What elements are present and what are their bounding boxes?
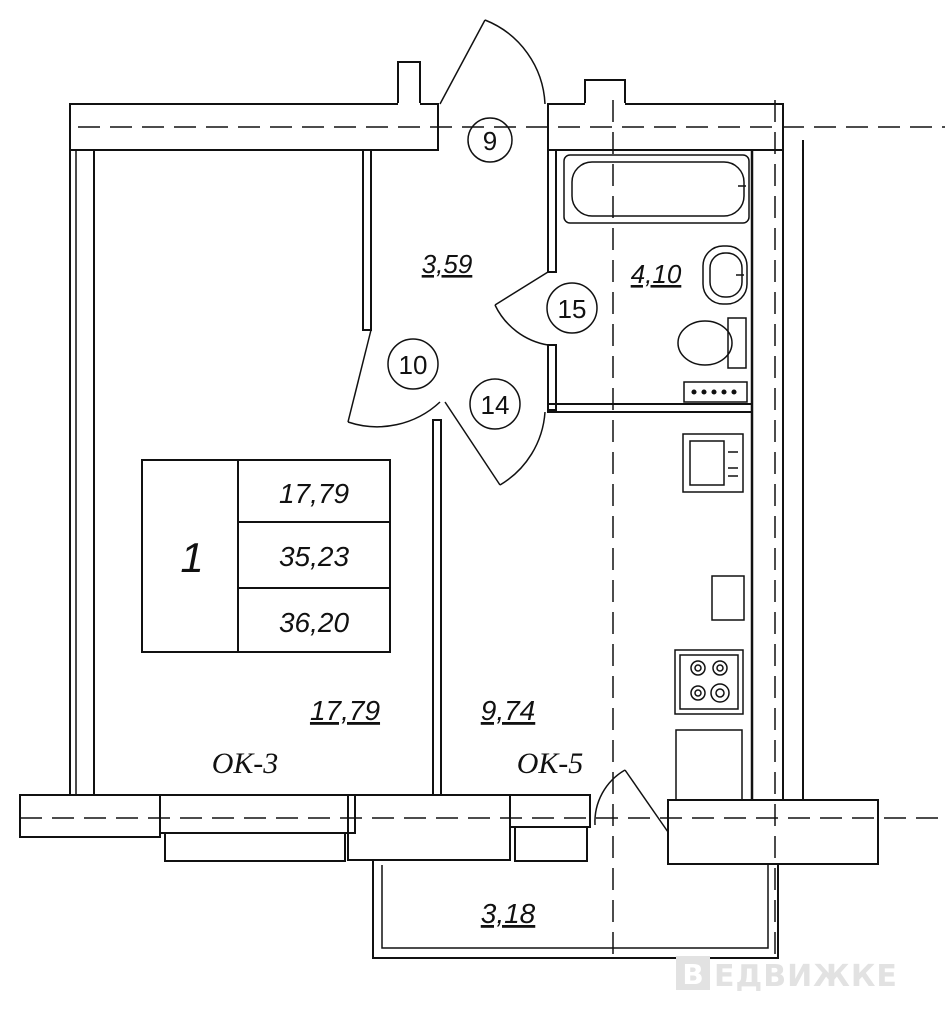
balcony-area: 3,18 — [481, 898, 536, 929]
toilet-icon — [677, 317, 747, 369]
watermark-logo-box — [676, 956, 710, 990]
door-tag-9: 9 — [483, 126, 497, 156]
watermark: В ЕДВИЖКЕ — [676, 956, 898, 994]
watermark-logo-letter: В — [682, 958, 703, 991]
kitchen-sink-icon — [682, 433, 744, 493]
kitchen-fixtures — [674, 433, 745, 801]
summary-living-area: 17,79 — [279, 478, 349, 509]
stove-icon — [674, 649, 744, 715]
living-area: 17,79 — [310, 695, 380, 726]
fridge-icon — [675, 729, 743, 801]
outer-walls — [19, 61, 879, 865]
door-tag-15: 15 — [558, 294, 587, 324]
bathroom-area: 4,10 — [631, 259, 682, 289]
balcony — [372, 861, 779, 959]
kitchen-area: 9,74 — [481, 695, 536, 726]
summary-table — [141, 459, 391, 653]
watermark-text: ЕДВИЖКЕ — [714, 959, 898, 994]
cabinet-icon — [711, 575, 745, 621]
partitions — [362, 149, 753, 796]
summary-total-with-balcony: 36,20 — [279, 607, 349, 638]
hall-area: 3,59 — [422, 249, 473, 279]
door-tags — [387, 117, 598, 430]
summary-rooms-count: 1 — [180, 534, 203, 581]
radiator-icon — [683, 381, 748, 403]
summary-total-area: 35,23 — [279, 541, 349, 572]
door-tag-10: 10 — [399, 350, 428, 380]
axis-lines — [20, 100, 945, 960]
window-label-living: ОК-3 — [212, 747, 279, 780]
door-tag-14: 14 — [481, 390, 510, 420]
bathtub-icon — [563, 154, 750, 224]
bathroom-fixtures — [563, 154, 750, 403]
sink-icon — [702, 245, 748, 305]
window-label-kitchen: ОК-5 — [517, 747, 584, 780]
doors — [347, 19, 669, 833]
